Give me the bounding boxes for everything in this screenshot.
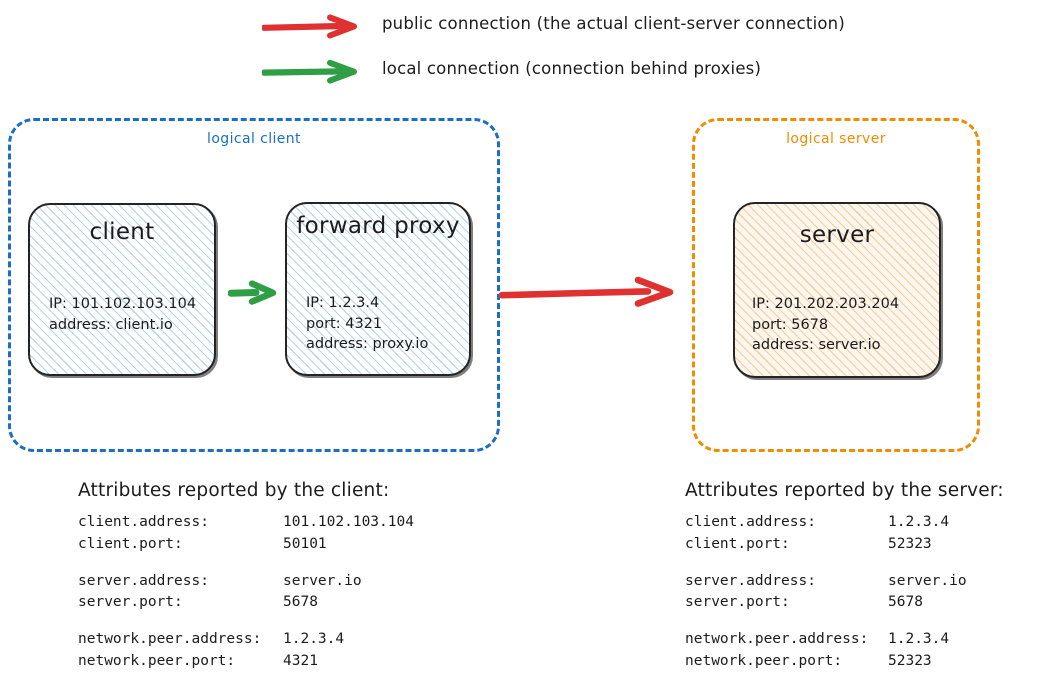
legend: public connection (the actual client-ser…: [0, 0, 1039, 100]
attribute-value: server.io: [888, 572, 967, 589]
server-attributes-heading: Attributes reported by the server:: [685, 480, 1004, 501]
node-client-properties: IP: 101.102.103.104 address: client.io: [49, 296, 197, 333]
table-spacer-row: [78, 614, 414, 629]
table-row: client.address: 101.102.103.104: [78, 512, 414, 534]
attribute-value: 4321: [283, 652, 318, 669]
node-forward-proxy-title: forward proxy: [296, 213, 460, 239]
table-row: server.address: server.io: [78, 571, 414, 593]
logical-client-group: logical client: [8, 118, 500, 452]
table-row: server.address: server.io: [685, 571, 967, 593]
node-server-properties: IP: 201.202.203.204 port: 5678 address: …: [752, 296, 900, 354]
node-client[interactable]: client IP: 101.102.103.104 address: clie…: [28, 203, 216, 376]
table-row: network.peer.port: 4321: [78, 651, 414, 673]
arrow-proxy-to-server-icon: [498, 276, 674, 307]
attribute-value: 5678: [283, 594, 318, 611]
attribute-key: network.peer.address:: [685, 631, 869, 647]
client-attributes-heading: Attributes reported by the client:: [78, 480, 390, 501]
logical-server-group: logical server: [692, 118, 980, 452]
table-row: client.port: 52323: [685, 534, 967, 556]
server-attributes-table: client.address: 1.2.3.4 client.port: 523…: [685, 512, 967, 673]
node-server[interactable]: server IP: 201.202.203.204 port: 5678 ad…: [733, 202, 941, 378]
attribute-key: client.port:: [685, 535, 790, 552]
legend-label-public-connection: public connection (the actual client-ser…: [382, 14, 845, 33]
attribute-key: server.address:: [685, 572, 816, 589]
attribute-value: 101.102.103.104: [283, 514, 414, 530]
logical-client-label: logical client: [207, 131, 301, 147]
attribute-key: server.address:: [78, 572, 209, 589]
arrow-client-to-proxy-icon: [228, 280, 277, 305]
table-spacer-row: [78, 556, 414, 571]
attribute-value: 1.2.3.4: [888, 514, 950, 530]
server-attributes-block: Attributes reported by the server: clien…: [685, 480, 1004, 673]
attribute-value: 1.2.3.4: [888, 631, 950, 647]
attribute-key: client.port:: [78, 535, 183, 552]
attribute-value: 50101: [283, 535, 327, 552]
table-row: network.peer.address: 1.2.3.4: [685, 629, 967, 651]
attribute-key: client.address:: [685, 514, 816, 530]
logical-server-label: logical server: [786, 131, 886, 147]
attribute-value: server.io: [283, 572, 362, 589]
attribute-value: 52323: [888, 652, 932, 669]
table-row: server.port: 5678: [78, 592, 414, 614]
attribute-key: server.port:: [685, 594, 790, 611]
table-row: network.peer.address: 1.2.3.4: [78, 629, 414, 651]
attribute-key: network.peer.port:: [78, 652, 236, 669]
legend-label-local-connection: local connection (connection behind prox…: [382, 59, 762, 78]
attribute-value: 5678: [888, 594, 923, 611]
client-attributes-block: Attributes reported by the client: clien…: [78, 480, 414, 673]
table-row: client.address: 1.2.3.4: [685, 512, 967, 534]
attribute-key: server.port:: [78, 594, 183, 611]
client-attributes-table: client.address: 101.102.103.104 client.p…: [78, 512, 414, 673]
attribute-value: 52323: [888, 535, 932, 552]
right-arrow-icon: [262, 59, 357, 84]
table-spacer-row: [685, 556, 967, 571]
table-spacer-row: [685, 614, 967, 629]
table-row: client.port: 50101: [78, 534, 414, 556]
attribute-key: client.address:: [78, 514, 209, 530]
attribute-key: network.peer.port:: [685, 652, 843, 669]
node-server-title: server: [799, 222, 875, 248]
table-row: server.port: 5678: [685, 592, 967, 614]
attribute-key: network.peer.address:: [78, 631, 262, 647]
attribute-value: 1.2.3.4: [283, 631, 345, 647]
right-arrow-icon: [262, 14, 357, 39]
node-forward-proxy-properties: IP: 1.2.3.4 port: 4321 address: proxy.io: [306, 295, 429, 353]
table-row: network.peer.port: 52323: [685, 651, 967, 673]
node-client-title: client: [89, 219, 155, 245]
node-forward-proxy[interactable]: forward proxy IP: 1.2.3.4 port: 4321 add…: [285, 202, 471, 376]
